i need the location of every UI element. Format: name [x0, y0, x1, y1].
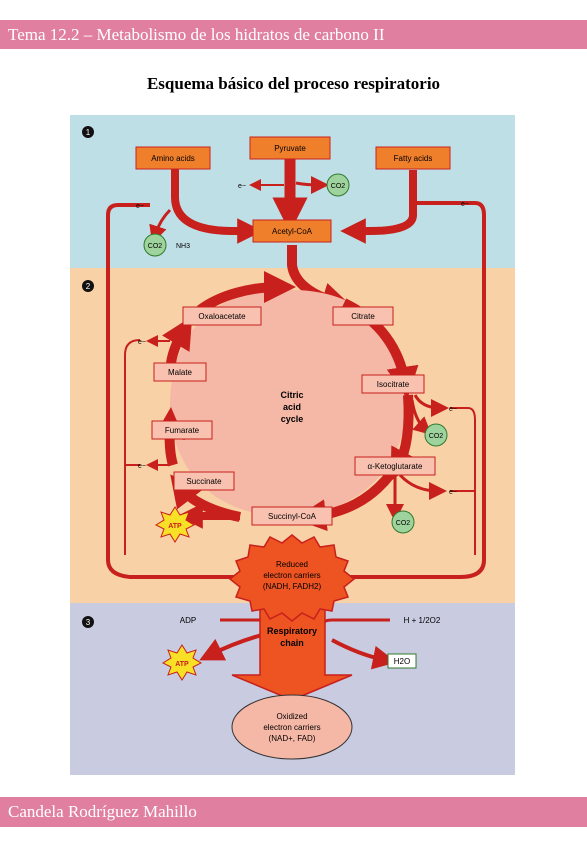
svg-text:CO2: CO2 — [331, 183, 346, 190]
acetyl-coa-box — [252, 219, 332, 243]
cycle-label-2: acid — [283, 402, 301, 412]
svg-text:1: 1 — [86, 128, 91, 137]
page-header: Tema 12.2 – Metabolismo de los hidratos … — [0, 20, 587, 49]
ketoglutarate-box — [354, 456, 436, 476]
reduced-carriers-line-2: electron carriers — [263, 571, 320, 580]
fumarate-label: Fumarate — [165, 426, 200, 435]
atp-star-cycle — [154, 506, 196, 543]
page-title: Esquema básico del proceso respiratorio — [146, 74, 441, 93]
reduced-carriers-line-1: Reduced — [276, 560, 308, 569]
succinyl-coa-label: Succinyl-CoA — [268, 512, 317, 521]
oxidized-carriers-oval — [231, 694, 353, 760]
electron-label: e− — [238, 183, 246, 190]
cycle-label-3: cycle — [281, 414, 304, 424]
reduced-carriers-line-3: (NADH, FADH2) — [263, 582, 322, 591]
electron-label: e− — [136, 203, 144, 210]
citrate-box — [332, 306, 394, 326]
electron-label: e− — [449, 489, 457, 496]
svg-text:ATP: ATP — [175, 661, 189, 668]
fatty-acids-arrow — [340, 170, 417, 244]
oxygen-label: H + 1/2O2 — [404, 616, 441, 625]
malate-label: Malate — [168, 368, 193, 377]
page-footer: Candela Rodríguez Mahillo — [0, 797, 587, 827]
water-box — [387, 653, 417, 669]
malate-box — [153, 362, 207, 382]
svg-text:ATP: ATP — [168, 523, 182, 530]
fumarate-box — [151, 420, 213, 440]
amino-acids-box — [135, 146, 211, 170]
succinate-label: Succinate — [186, 477, 222, 486]
fatty-acids-box — [375, 146, 451, 170]
reduced-carriers-burst — [228, 534, 356, 622]
section-marker-3: 3 — [82, 616, 94, 628]
co2-bubble-pyruvate — [326, 173, 350, 197]
left-electron-loop — [106, 203, 245, 579]
svg-text:CO2: CO2 — [429, 433, 444, 440]
oxidized-carriers-line-1: Oxidized — [276, 712, 307, 721]
respiration-diagram: 1 2 3 Respiratory chain Red — [70, 115, 515, 775]
succinyl-coa-box — [251, 506, 333, 526]
electron-label: e− — [138, 339, 146, 346]
acetyl-coa-label: Acetyl-CoA — [272, 227, 313, 236]
fatty-acids-label: Fatty acids — [394, 154, 433, 163]
svg-text:2: 2 — [86, 282, 91, 291]
isocitrate-label: Isocitrate — [377, 380, 410, 389]
co2-bubble-amino — [143, 233, 167, 257]
oxidized-carriers-line-3: (NAD+, FAD) — [269, 734, 316, 743]
amino-acids-label: Amino acids — [151, 154, 195, 163]
atp-star-chain — [161, 644, 203, 681]
oxaloacetate-box — [182, 306, 262, 326]
oxaloacetate-label: Oxaloacetate — [198, 312, 246, 321]
co2-bubble-ketoglutarate — [391, 510, 415, 534]
svg-text:CO2: CO2 — [148, 243, 163, 250]
cycle-label-1: Citric — [280, 390, 303, 400]
ketoglutarate-label: α-Ketoglutarate — [368, 462, 423, 471]
section-marker-1: 1 — [82, 126, 94, 138]
pyruvate-box — [249, 136, 331, 160]
respiratory-chain-label-2: chain — [280, 638, 304, 648]
cycle-body — [170, 289, 406, 517]
right-electron-loop — [350, 201, 486, 579]
electron-label: e− — [461, 201, 469, 208]
oxidized-carriers-line-2: electron carriers — [263, 723, 320, 732]
adp-label: ADP — [180, 616, 196, 625]
respiratory-chain-label-1: Respiratory — [267, 626, 317, 636]
electron-label: e− — [449, 406, 457, 413]
pyruvate-label: Pyruvate — [274, 144, 306, 153]
citrate-label: Citrate — [351, 312, 375, 321]
water-label: H2O — [394, 657, 410, 666]
succinate-box — [173, 471, 235, 491]
right-inner-electron-line — [450, 407, 476, 555]
svg-text:3: 3 — [86, 618, 91, 627]
co2-bubble-isocitrate — [424, 423, 448, 447]
section-marker-2: 2 — [82, 280, 94, 292]
nh3-label: NH3 — [176, 243, 190, 250]
svg-text:CO2: CO2 — [396, 520, 411, 527]
electron-label: e− — [138, 463, 146, 470]
isocitrate-box — [361, 374, 425, 394]
amino-acids-arrow — [171, 165, 263, 244]
left-inner-electron-line — [124, 339, 141, 555]
